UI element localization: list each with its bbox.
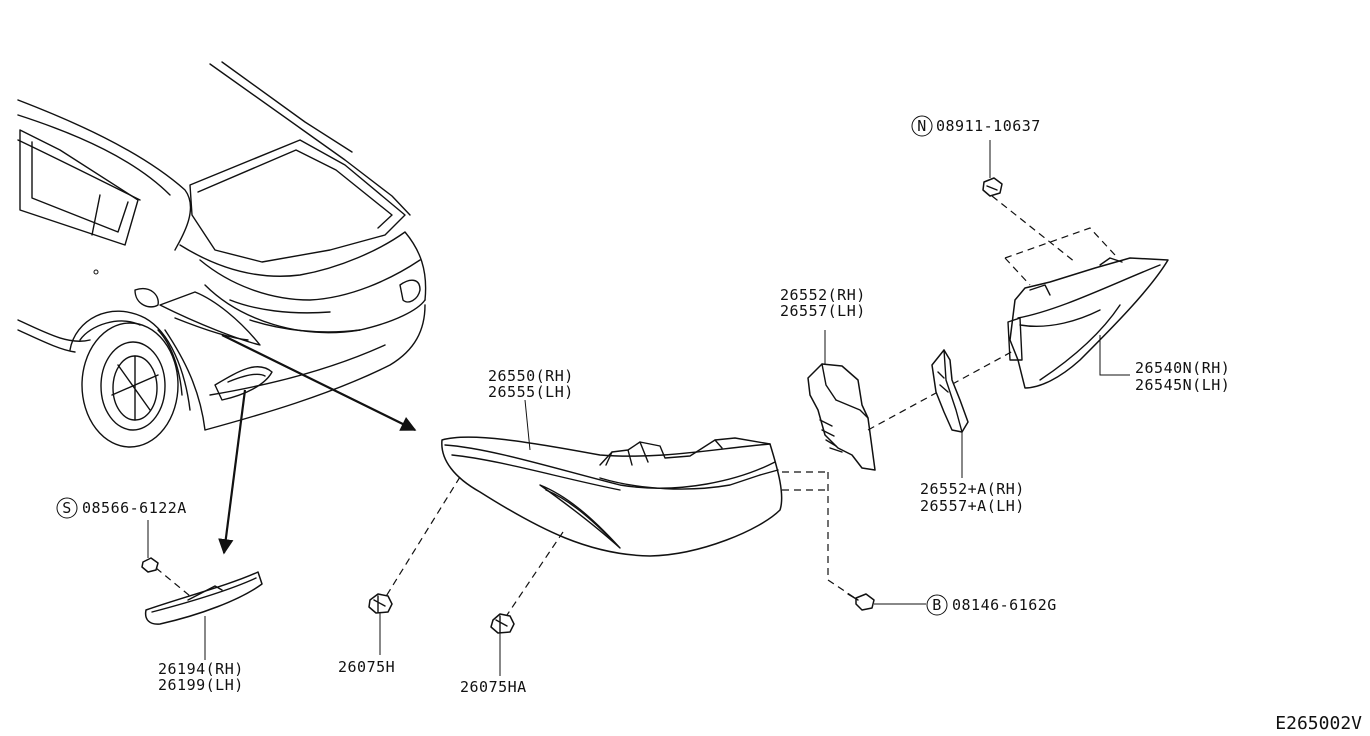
svg-text:N: N [917,117,927,135]
svg-text:08146-6162G: 08146-6162G [952,596,1057,614]
rear-combination-lamp [441,436,783,557]
label-26540n-rh: 26540N(RH) [1135,359,1230,377]
callout-bolt: B 08146-6162G [926,594,1057,616]
bracket-26552 [807,330,1016,471]
bolt-08146 [847,593,926,611]
label-26075ha: 26075HA [460,678,527,696]
label-26555-lh: 26555(LH) [488,383,574,401]
label-26550-rh: 26550(RH) [488,367,574,385]
svg-text:08566-6122A: 08566-6122A [82,499,187,517]
label-26557-lh: 26557(LH) [780,302,866,320]
label-26194-rh: 26194(RH) [158,660,244,678]
screw-08566 [141,520,159,573]
label-26552a-rh: 26552+A(RH) [920,480,1025,498]
callout-screw: S 08566-6122A [56,497,187,519]
diagram-code: E265002V [1275,713,1362,734]
label-26199-lh: 26199(LH) [158,676,244,694]
svg-text:S: S [62,499,72,517]
callout-nut: N 08911-10637 [911,115,1041,137]
label-26552-rh: 26552(RH) [780,286,866,304]
location-pointers [218,334,417,555]
reflector-26194 [144,567,263,660]
lamp-leaders [384,399,856,619]
clip-26075ha [490,613,515,676]
bracket-26552a [931,349,969,478]
svg-text:08911-10637: 08911-10637 [936,117,1041,135]
vehicle-rear-illustration [17,61,427,448]
label-26075h: 26075H [338,658,395,676]
nut-08911 [982,140,1003,197]
inner-lamp-26540n [991,195,1169,389]
clip-26075h [368,593,393,655]
svg-text:B: B [932,596,942,614]
label-26545n-lh: 26545N(LH) [1135,376,1230,394]
label-26557a-lh: 26557+A(LH) [920,497,1025,515]
